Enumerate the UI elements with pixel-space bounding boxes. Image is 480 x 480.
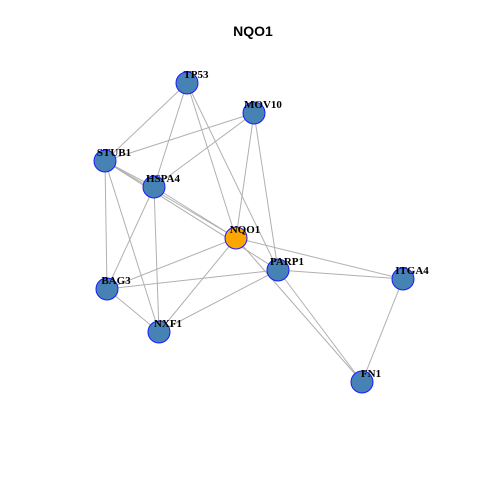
node-label-parp1: PARP1: [270, 256, 304, 268]
node-label-itga4: ITGA4: [395, 265, 429, 277]
node-circle-tp53: [175, 71, 199, 95]
node-label-stub1: STUB1: [97, 147, 131, 159]
node-itga4: ITGA4: [391, 265, 429, 291]
node-label-hspa4: HSPA4: [146, 173, 181, 185]
edge-mov10-nqo1: [235, 112, 255, 239]
node-hspa4: HSPA4: [142, 173, 181, 199]
edge-stub1-parp1: [104, 160, 279, 271]
edge-mov10-parp1: [253, 112, 279, 271]
edge-layer: [104, 82, 404, 383]
edge-itga4-fn1: [361, 278, 404, 383]
edge-nqo1-bag3: [106, 237, 237, 290]
edge-parp1-itga4: [277, 269, 404, 280]
edge-tp53-nqo1: [186, 82, 237, 239]
node-circle-parp1: [266, 258, 290, 282]
node-circle-mov10: [242, 101, 266, 125]
edge-nqo1-nxf1: [158, 237, 237, 333]
node-nxf1: NXF1: [147, 318, 182, 344]
node-label-bag3: BAG3: [101, 275, 131, 287]
edge-stub1-bag3: [104, 160, 108, 290]
edge-hspa4-bag3: [106, 186, 155, 290]
edge-hspa4-nqo1: [153, 186, 237, 239]
edge-mov10-stub1: [104, 112, 255, 162]
edge-stub1-nqo1: [104, 160, 237, 239]
node-circle-nqo1: [224, 226, 248, 250]
node-nqo1: NQO1: [224, 224, 261, 250]
node-stub1: STUB1: [93, 147, 131, 173]
node-circle-stub1: [93, 149, 117, 173]
node-bag3: BAG3: [95, 275, 131, 301]
node-layer: NQO1 TP53MOV10STUB1HSPA4PARP1ITGA4BAG3NXF…: [93, 69, 429, 394]
edge-tp53-parp1: [186, 82, 279, 271]
node-label-mov10: MOV10: [244, 99, 282, 111]
edge-parp1-bag3: [106, 269, 279, 290]
node-circle-itga4: [391, 267, 415, 291]
edge-nqo1-fn1: [235, 237, 363, 383]
node-label-tp53: TP53: [183, 69, 209, 81]
node-parp1: PARP1: [266, 256, 304, 282]
edge-parp1-nxf1: [158, 269, 279, 333]
edge-nqo1-itga4: [235, 237, 404, 280]
node-mov10: MOV10: [242, 99, 282, 125]
edge-parp1-fn1: [277, 269, 363, 383]
node-label-nxf1: NXF1: [154, 318, 182, 330]
edge-hspa4-nxf1: [153, 186, 160, 333]
node-label-fn1: FN1: [361, 368, 381, 380]
node-label-nqo1: NQO1: [230, 224, 261, 236]
node-circle-bag3: [95, 277, 119, 301]
edge-mov10-hspa4: [153, 112, 255, 188]
node-circle-fn1: [350, 370, 374, 394]
node-tp53: TP53: [175, 69, 209, 95]
node-circle-hspa4: [142, 175, 166, 199]
edge-tp53-hspa4: [153, 82, 188, 188]
node-circle-nxf1: [147, 320, 171, 344]
edge-stub1-nxf1: [104, 160, 160, 333]
edge-tp53-stub1: [104, 82, 188, 162]
diagram-title: NQO1: [233, 23, 273, 39]
node-fn1: FN1: [350, 368, 381, 394]
